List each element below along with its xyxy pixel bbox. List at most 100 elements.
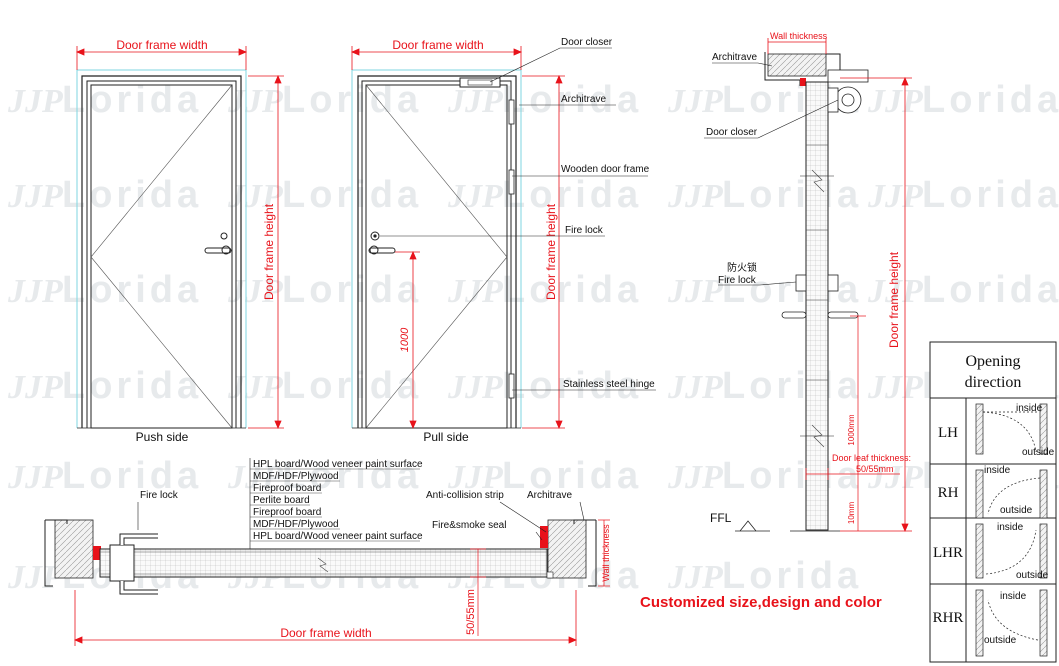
plan-seal-label: Fire&smoke seal — [432, 520, 506, 531]
svg-text:JJP: JJP — [227, 83, 283, 120]
push-height-dim — [248, 74, 284, 430]
svg-text:Lorida: Lorida — [502, 269, 642, 311]
ffl-label: FFL — [710, 511, 732, 525]
pull-1000-dim — [395, 250, 420, 430]
svg-text:JJP: JJP — [7, 559, 63, 596]
svg-text:JJP: JJP — [447, 273, 503, 310]
svg-text:Lorida: Lorida — [502, 79, 642, 121]
section-1000-label: 1000mm — [847, 414, 856, 445]
svg-text:JJP: JJP — [7, 83, 63, 120]
lh-outside: outside — [1022, 447, 1055, 458]
layer-label-4: Perlite board — [253, 495, 310, 506]
layer-label-6: MDF/HDF/Plywood — [253, 519, 339, 530]
push-side-caption: Push side — [136, 430, 189, 444]
svg-text:Lorida: Lorida — [722, 365, 862, 407]
rhr-outside: outside — [984, 635, 1017, 646]
plan-fire-lock-label: Fire lock — [140, 490, 179, 501]
svg-text:JJP: JJP — [667, 273, 723, 310]
pull-height-dim — [522, 74, 565, 430]
plan-section-view: HPL board/Wood veneer paint surface MDF/… — [44, 458, 611, 646]
lhr-diagram — [975, 523, 1048, 579]
push-swing-lines — [90, 84, 233, 429]
section-architrave-label: Architrave — [712, 52, 757, 63]
plan-architrave-label: Architrave — [527, 490, 572, 501]
opening-code-lh: LH — [938, 425, 958, 441]
layer-label-2: MDF/HDF/Plywood — [253, 471, 339, 482]
svg-text:Lorida: Lorida — [62, 269, 202, 311]
push-height-label: Door frame height — [262, 203, 276, 300]
svg-text:JJP: JJP — [7, 369, 63, 406]
svg-text:JJP: JJP — [7, 273, 63, 310]
svg-text:JJP: JJP — [7, 459, 63, 496]
right-jamb — [540, 519, 597, 587]
svg-text:Lorida: Lorida — [502, 455, 642, 497]
left-jamb — [44, 519, 101, 587]
plan-leaf-thickness-label: 50/55mm — [465, 589, 477, 635]
svg-text:Lorida: Lorida — [922, 174, 1059, 216]
push-width-dim — [75, 46, 248, 70]
leaf-thickness-label: Door leaf thickness: — [832, 453, 911, 463]
door-closer-section-icon — [827, 69, 869, 114]
pull-frame — [357, 75, 517, 428]
rhr-diagram — [975, 589, 1048, 657]
opening-title-2: direction — [965, 374, 1022, 391]
pull-side-view: 1000 Door frame width Door frame height … — [350, 37, 656, 444]
pull-handle-icon — [368, 231, 396, 255]
svg-text:JJP: JJP — [447, 178, 503, 215]
push-architrave-outline — [76, 69, 247, 428]
pull-side-caption: Pull side — [423, 430, 469, 444]
section-1000-dim — [850, 315, 866, 531]
svg-text:Lorida: Lorida — [62, 365, 202, 407]
rhr-inside: inside — [1000, 591, 1027, 602]
svg-text:Lorida: Lorida — [282, 269, 422, 311]
svg-text:Lorida: Lorida — [62, 174, 202, 216]
wall-thickness-dim — [767, 38, 827, 54]
layer-label-7: HPL board/Wood veneer paint surface — [253, 531, 423, 542]
section-height-label: Door frame height — [887, 251, 901, 348]
pull-frame-inner — [361, 80, 512, 428]
opening-title-1: Opening — [965, 353, 1020, 370]
wall-thickness-label: Wall thickness — [770, 31, 828, 41]
section-hinge-marks — [800, 175, 834, 437]
hinge-icon — [508, 99, 515, 399]
svg-text:JJP: JJP — [667, 559, 723, 596]
svg-text:Lorida: Lorida — [282, 365, 422, 407]
rh-inside: inside — [984, 465, 1011, 476]
svg-text:Lorida: Lorida — [722, 455, 862, 497]
section-10-label: 10mm — [847, 502, 856, 525]
plan-wall-dim — [598, 519, 610, 587]
layer-label-5: Fireproof board — [253, 507, 321, 518]
vertical-section-view: FFL Architrave Door closer 防火锁 Fire lock… — [704, 31, 912, 533]
plan-width-label: Door frame width — [280, 626, 371, 640]
pull-1000-label: 1000 — [399, 327, 411, 352]
opening-code-rh: RH — [938, 485, 959, 501]
svg-text:JJP: JJP — [867, 273, 923, 310]
svg-text:JJP: JJP — [7, 178, 63, 215]
svg-text:JJP: JJP — [447, 459, 503, 496]
callout-architrave: Architrave — [561, 94, 606, 105]
lhr-inside: inside — [997, 522, 1024, 533]
leaf-thickness-dim — [805, 468, 900, 480]
svg-text:Lorida: Lorida — [922, 79, 1059, 121]
push-side-view: Door frame width Door frame height Push … — [75, 38, 284, 444]
svg-text:Lorida: Lorida — [282, 79, 422, 121]
plan-leaf-dim — [470, 548, 486, 636]
pull-width-label: Door frame width — [392, 38, 483, 52]
svg-text:JJP: JJP — [227, 459, 283, 496]
pull-height-label: Door frame height — [544, 203, 558, 300]
plan-width-dim — [73, 590, 578, 646]
rh-outside: outside — [1000, 505, 1033, 516]
svg-text:JJP: JJP — [667, 83, 723, 120]
rh-diagram — [975, 469, 1048, 519]
lhr-outside: outside — [1016, 570, 1049, 581]
svg-text:Lorida: Lorida — [722, 174, 862, 216]
svg-text:JJP: JJP — [227, 369, 283, 406]
plan-door-leaf — [99, 548, 548, 578]
opening-code-lhr: LHR — [933, 545, 963, 561]
opening-direction-table: Opening direction LH RH LHR RHR inside o… — [929, 341, 1057, 663]
section-fire-lock-label: Fire lock — [718, 275, 757, 286]
